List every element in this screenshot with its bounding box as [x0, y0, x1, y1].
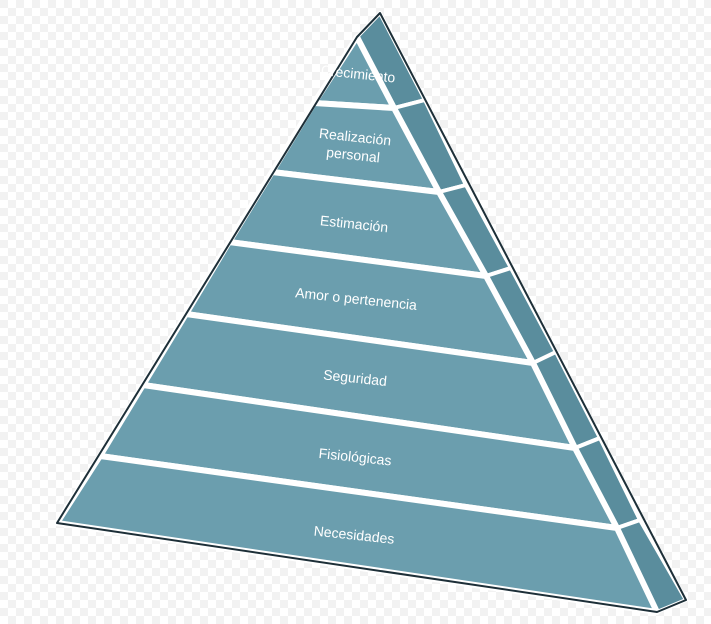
- level-1-label: Crecimiento: [320, 62, 396, 86]
- pyramid-front-face: [54, 34, 660, 615]
- pyramid-side-face: [355, 11, 688, 614]
- level-2-label-line2: personal: [326, 144, 381, 166]
- level-2-label-line1: Realización: [318, 125, 392, 148]
- pyramid-outline: [56, 12, 687, 613]
- level-3-label: Estimación: [319, 212, 389, 235]
- level-5-label: Seguridad: [323, 366, 388, 389]
- level-6-label: Fisiológicas: [318, 445, 392, 469]
